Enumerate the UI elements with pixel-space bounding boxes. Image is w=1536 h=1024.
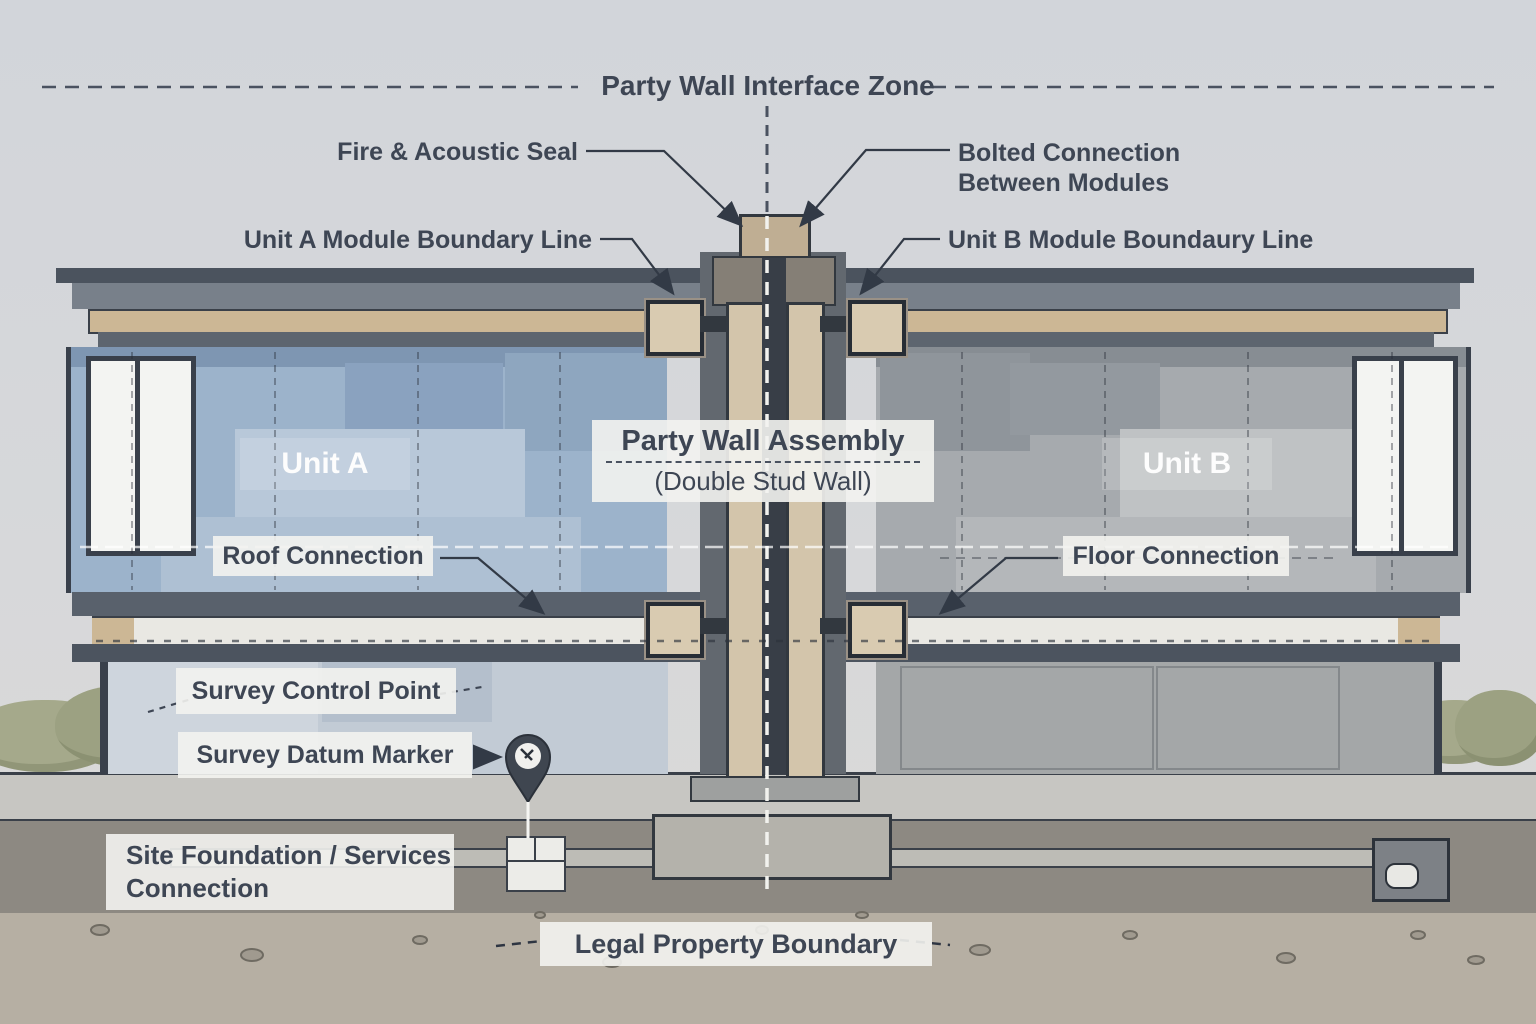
bolt-stub-floor-right [820,618,846,634]
survey-control-dash-left [147,695,199,714]
party-wall-top-cap [739,214,811,264]
callout-legal-property-boundary: Legal Property Boundary [540,922,932,966]
unit-b-boundary-leader-line [859,237,940,296]
party-wall-stud-right [786,302,825,780]
callout-roof-connection: Roof Connection [213,536,433,576]
service-junction-block [506,836,566,892]
module-seam-lines-a [131,352,561,590]
callout-unit-a-boundary: Unit A Module Boundary Line [243,226,592,254]
bolt-stub-roof-right [820,316,846,332]
foundation-pad-center [652,814,892,880]
bolt-stub-roof-left [700,316,726,332]
callout-floor-connection: Floor Connection [1063,536,1289,576]
unit-b-window [1352,356,1458,556]
callout-fire-acoustic-seal: Fire & Acoustic Seal [337,138,578,166]
party-wall-assembly-subtitle: (Double Stud Wall) [654,466,872,496]
unit-a-boundary-leader-line [600,237,675,296]
callout-survey-datum-marker: Survey Datum Marker [178,732,472,778]
module-seam-lines-b [961,352,1393,590]
page-title: Party Wall Interface Zone [601,70,935,101]
bolted-connection-box-roof-right [846,298,908,358]
callout-unit-b-boundary: Unit B Module Boundaury Line [948,226,1314,254]
floor-connection-leader-line [938,556,1058,615]
survey-datum-pin-icon [504,734,552,838]
unit-b-label: Unit B [1102,438,1272,490]
roof-connection-leader-line [440,556,546,615]
legal-boundary-dash-left [495,939,543,948]
callout-bolted-connection: Bolted Connection Between Modules [958,139,1181,197]
party-wall-assembly-label: Party Wall Assembly (Double Stud Wall) [592,420,934,502]
party-wall-assembly-divider [605,461,921,463]
fire-seal-leader-line [586,149,744,228]
callout-site-foundation: Site Foundation / Services Connection [106,834,454,910]
foundation-pad-right [1372,838,1450,902]
bolted-connection-box-floor-right [846,600,908,660]
bolted-leader-line [799,148,950,228]
bolt-stub-floor-left [700,618,726,634]
unit-a-window [86,356,196,556]
party-wall-assembly-title: Party Wall Assembly [621,425,905,457]
unit-b-lower-wall [876,662,1442,774]
callout-survey-control-point: Survey Control Point [176,668,456,714]
unit-a-label: Unit A [240,438,410,490]
party-wall-base-strip [690,776,860,802]
